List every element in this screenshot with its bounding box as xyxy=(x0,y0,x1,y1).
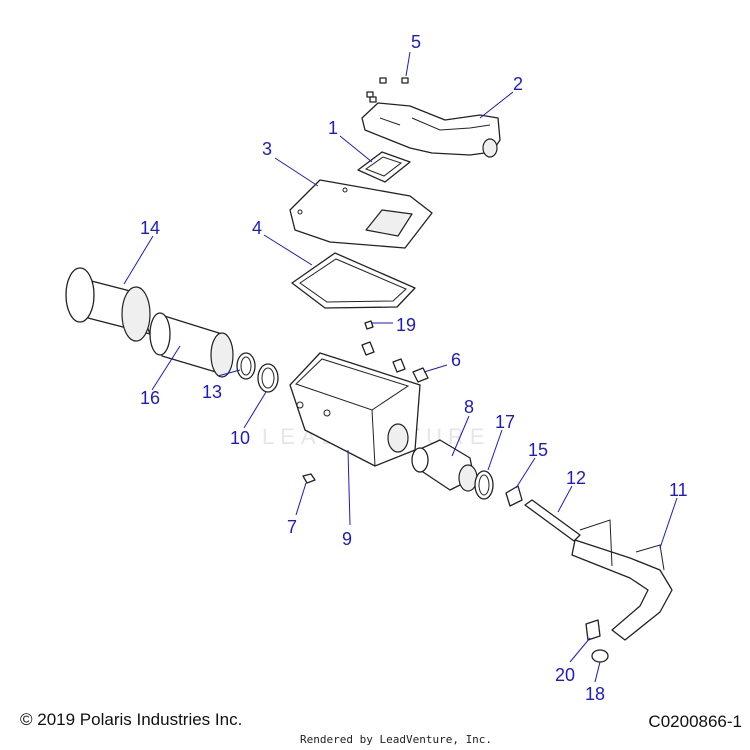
callout-3: 3 xyxy=(262,139,272,159)
part-10-clamp xyxy=(257,363,279,393)
part-11-hose xyxy=(571,519,673,641)
callouts: 5 2 1 3 4 14 19 6 16 13 10 8 17 15 12 11… xyxy=(140,32,688,704)
copyright-text: © 2019 Polaris Industries Inc. xyxy=(20,710,243,729)
leader-15 xyxy=(515,457,536,489)
callout-2: 2 xyxy=(513,74,523,94)
part-13-coupler xyxy=(236,352,256,380)
callout-4: 4 xyxy=(252,218,262,238)
part-3-airbox-cover xyxy=(289,179,433,249)
part-12-tube xyxy=(524,499,581,542)
part-16-filter xyxy=(149,312,234,378)
callout-18: 18 xyxy=(585,684,605,704)
callout-17: 17 xyxy=(495,412,515,432)
rendered-by-text: Rendered by LeadVenture, Inc. xyxy=(300,733,493,746)
leader-18 xyxy=(594,661,601,683)
part-2-intake-duct xyxy=(361,102,501,158)
callout-7: 7 xyxy=(287,517,297,537)
part-19-screw xyxy=(364,320,374,330)
leader-1 xyxy=(339,135,373,163)
leader-11 xyxy=(659,497,678,549)
leader-2 xyxy=(479,91,514,119)
leader-9 xyxy=(347,449,351,526)
callout-6: 6 xyxy=(451,350,461,370)
leader-lines xyxy=(123,51,678,683)
leader-6 xyxy=(423,364,448,373)
callout-16: 16 xyxy=(140,388,160,408)
leader-8 xyxy=(451,415,470,457)
part-4-seal xyxy=(291,252,416,309)
part-7-nut xyxy=(302,473,316,484)
callout-11: 11 xyxy=(669,480,688,500)
part-20-hose xyxy=(585,619,601,641)
callout-15: 15 xyxy=(528,440,548,460)
leader-7 xyxy=(295,482,307,516)
callout-19: 19 xyxy=(396,315,416,335)
part-8-boot xyxy=(411,439,478,492)
callout-9: 9 xyxy=(342,529,352,549)
leader-17 xyxy=(487,429,503,471)
leader-16 xyxy=(151,345,181,391)
callout-5: 5 xyxy=(411,32,421,52)
callout-20: 20 xyxy=(555,665,575,685)
leader-10 xyxy=(243,391,267,429)
leader-13 xyxy=(217,369,241,377)
callout-8: 8 xyxy=(464,397,474,417)
leader-20 xyxy=(569,637,591,663)
part-14-prefilter xyxy=(65,267,151,342)
callout-10: 10 xyxy=(230,428,250,448)
callout-12: 12 xyxy=(566,468,586,488)
part-17-clamp xyxy=(474,470,494,500)
leader-5 xyxy=(405,51,411,77)
callout-13: 13 xyxy=(202,382,222,402)
part-1-gasket xyxy=(357,151,411,183)
leader-14 xyxy=(123,235,154,285)
part-5-screws xyxy=(366,77,409,103)
part-18-clamp xyxy=(591,649,609,663)
diagram-code: C0200866-1 xyxy=(648,712,742,731)
part-9-airbox xyxy=(289,352,421,467)
leader-4 xyxy=(263,234,313,266)
callout-1: 1 xyxy=(328,118,338,138)
leader-3 xyxy=(274,157,319,187)
leader-12 xyxy=(557,485,573,513)
part-15-fitting xyxy=(505,485,523,507)
callout-14: 14 xyxy=(140,218,160,238)
